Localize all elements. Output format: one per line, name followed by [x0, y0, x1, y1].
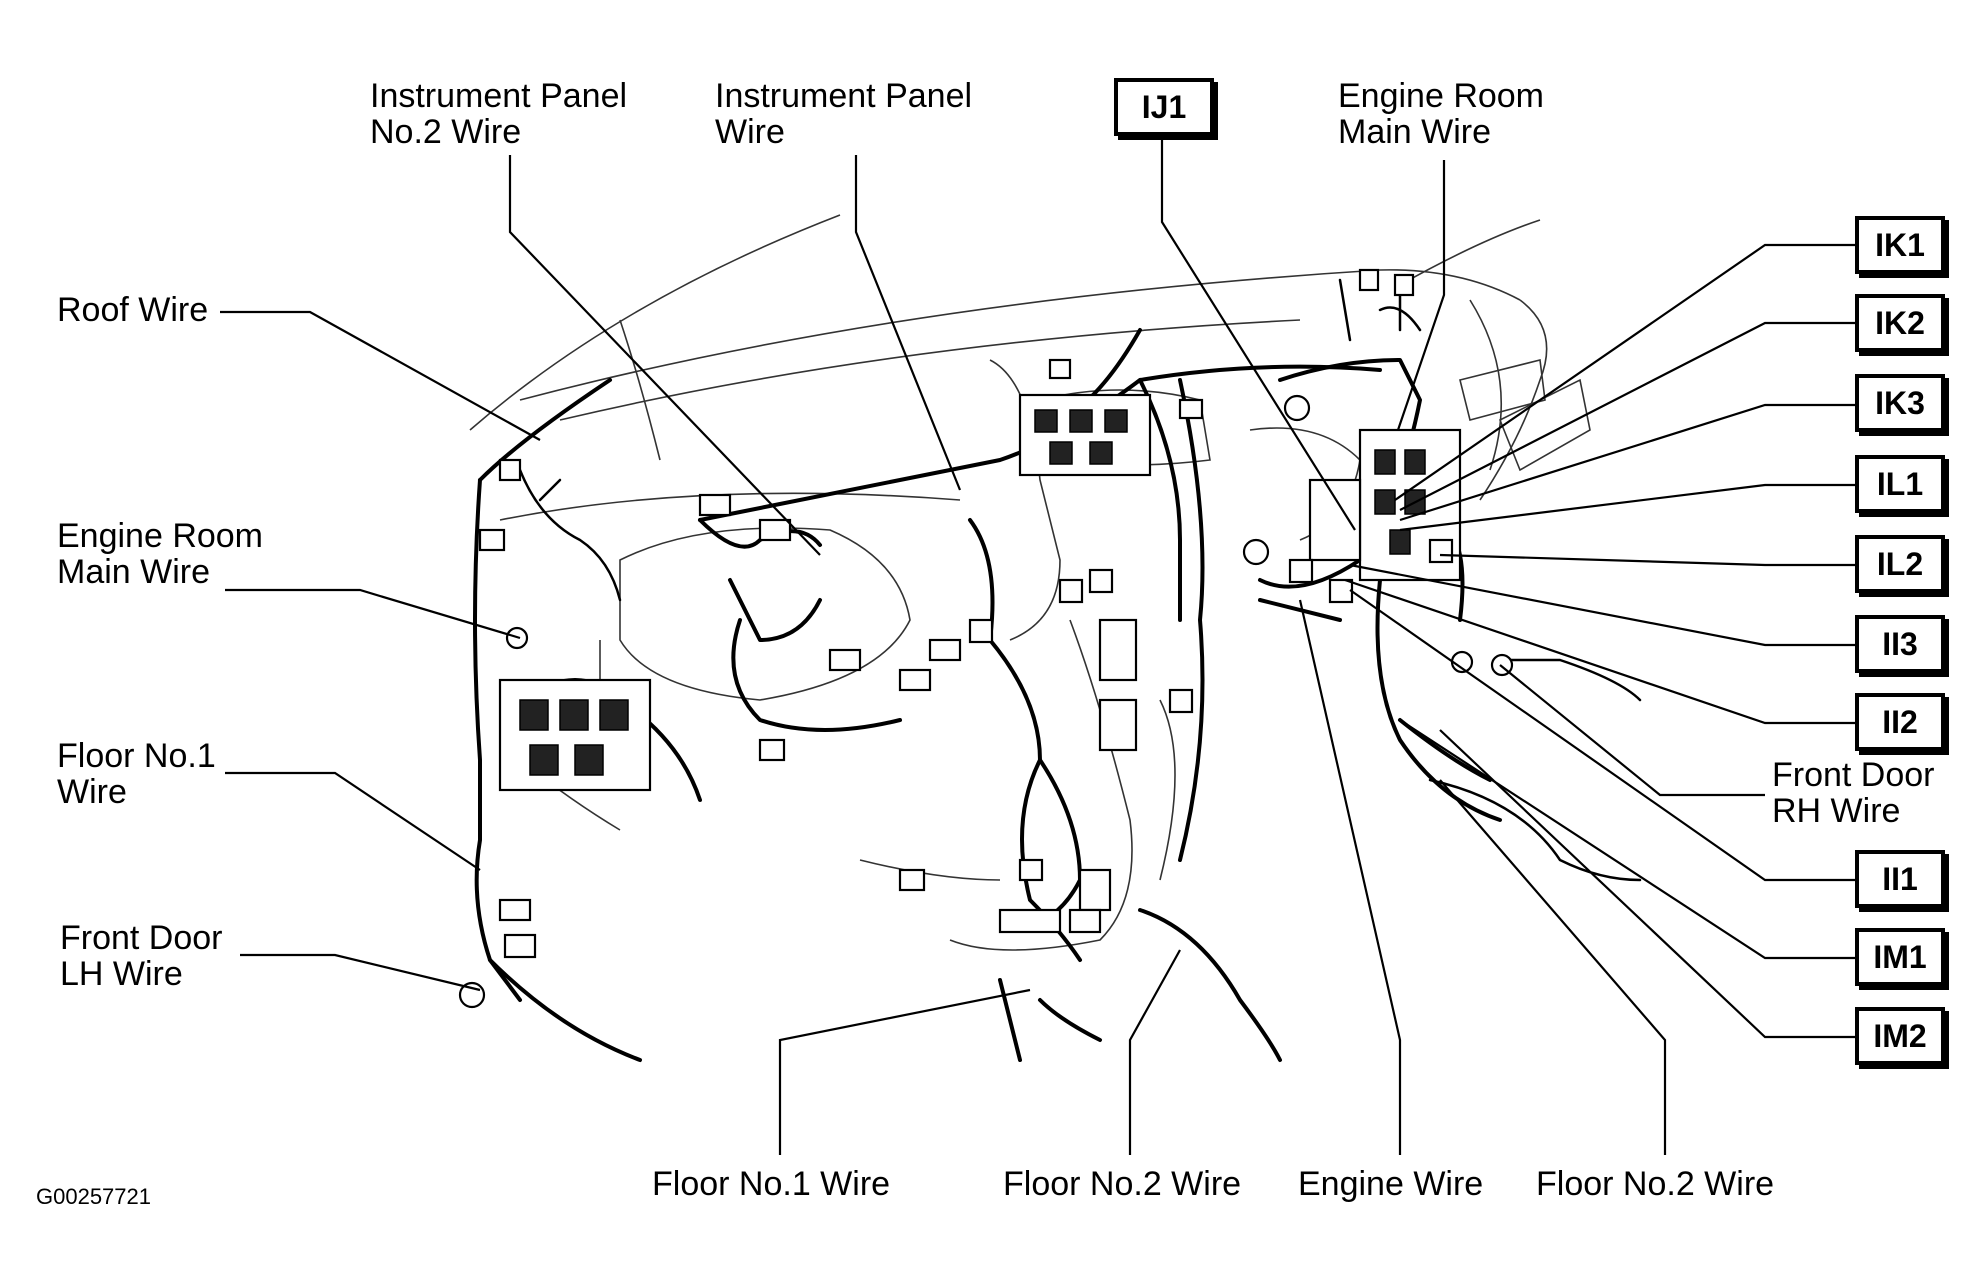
label-line: Roof Wire: [57, 291, 209, 329]
label-engine-room-main-wire-left: Engine Room Main Wire: [57, 518, 263, 590]
label-line: Floor No.1 Wire: [652, 1165, 891, 1203]
connector-label-il1: IL1: [1855, 455, 1945, 513]
label-line: LH Wire: [60, 955, 183, 993]
label-roof-wire: Roof Wire: [57, 292, 208, 328]
label-line: Wire: [57, 773, 127, 811]
label-line: Front Door: [60, 919, 223, 957]
label-line: Main Wire: [57, 553, 211, 591]
connector-label-il2: IL2: [1855, 535, 1945, 593]
connector-blocks: [458, 268, 1514, 1009]
dashboard-outline: [469, 214, 1591, 951]
connector-label-ii3: II3: [1855, 615, 1945, 673]
label-line: Main Wire: [1338, 113, 1492, 151]
label-floor-no2-wire-bottom-b: Floor No.2 Wire: [1536, 1166, 1774, 1202]
label-instrument-panel-wire: Instrument Panel Wire: [715, 78, 972, 150]
label-line: Instrument Panel: [370, 77, 628, 115]
label-floor-no2-wire-bottom-a: Floor No.2 Wire: [1003, 1166, 1241, 1202]
label-floor-no1-wire-bottom: Floor No.1 Wire: [652, 1166, 890, 1202]
leader-lines: [220, 130, 1855, 1155]
connector-label-ij1: IJ1: [1114, 78, 1214, 136]
connector-label-ik3: IK3: [1855, 374, 1945, 432]
label-engine-wire: Engine Wire: [1298, 1166, 1483, 1202]
connector-label-ik1: IK1: [1855, 216, 1945, 274]
label-instrument-panel-no2-wire: Instrument Panel No.2 Wire: [370, 78, 627, 150]
connector-label-ik2: IK2: [1855, 294, 1945, 352]
connector-label-ii2: II2: [1855, 693, 1945, 751]
label-line: Engine Wire: [1298, 1165, 1484, 1203]
label-line: Engine Room: [1338, 77, 1545, 115]
label-line: Floor No.2 Wire: [1003, 1165, 1242, 1203]
label-line: No.2 Wire: [370, 113, 522, 151]
label-front-door-lh-wire: Front Door LH Wire: [60, 920, 223, 992]
connector-label-im2: IM2: [1855, 1007, 1945, 1065]
label-line: Engine Room: [57, 517, 264, 555]
label-line: Front Door: [1772, 756, 1935, 794]
label-floor-no1-wire-left: Floor No.1 Wire: [57, 738, 216, 810]
label-line: Instrument Panel: [715, 77, 973, 115]
figure-code: G00257721: [36, 1184, 151, 1209]
label-engine-room-main-wire-top: Engine Room Main Wire: [1338, 78, 1544, 150]
label-line: RH Wire: [1772, 792, 1901, 830]
label-line: Floor No.2 Wire: [1536, 1165, 1775, 1203]
label-line: Wire: [715, 113, 785, 151]
label-front-door-rh-wire: Front Door RH Wire: [1772, 757, 1935, 829]
connector-label-ii1: II1: [1855, 850, 1945, 908]
label-line: Floor No.1: [57, 737, 216, 775]
connector-label-im1: IM1: [1855, 928, 1945, 986]
